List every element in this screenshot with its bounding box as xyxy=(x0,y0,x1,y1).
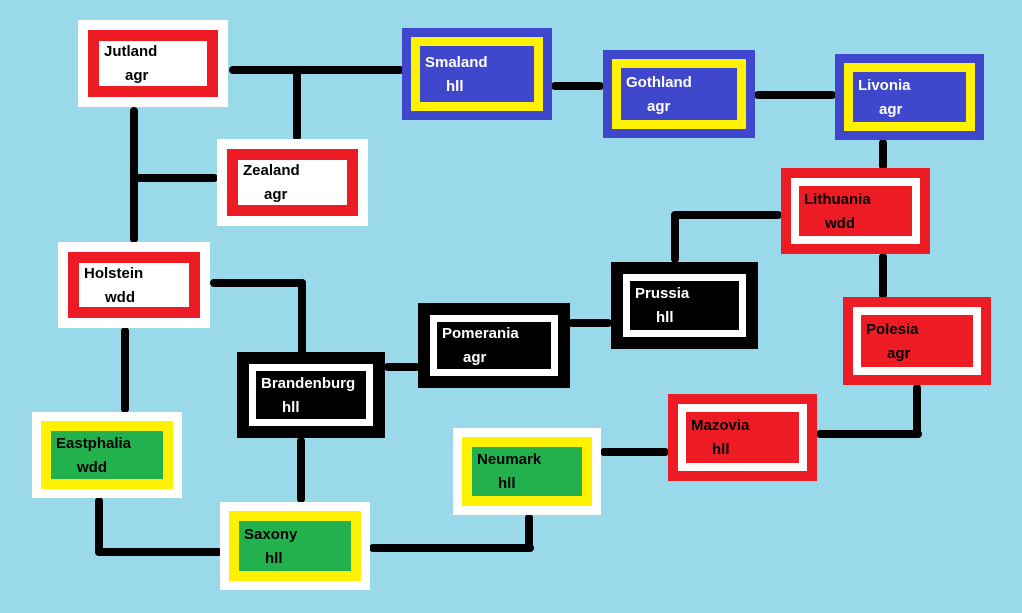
edge-smaland-gothland-seg1 xyxy=(551,82,604,90)
edge-eastphalia-saxony-seg2 xyxy=(95,548,222,556)
node-saxony: Saxony hll xyxy=(220,502,370,590)
node-brandenburg: Brandenburg hll xyxy=(237,352,385,438)
node-neumark-tag: hll xyxy=(498,475,516,492)
edge-saxony-neumark-seg2 xyxy=(525,514,533,552)
edge-lithuania-polesia-seg1 xyxy=(879,253,887,299)
node-mazovia: Mazovia hll xyxy=(668,394,817,481)
edge-jutland-smaland-seg1 xyxy=(229,66,404,74)
node-gothland-label: Gothland xyxy=(626,73,692,91)
edge-prussia-lithuania-seg1 xyxy=(671,212,679,263)
node-gothland-border: Gothland agr xyxy=(612,59,746,129)
node-lithuania-body: Lithuania wdd xyxy=(799,186,912,236)
node-smaland-border: Smaland hll xyxy=(411,37,543,111)
node-brandenburg-label: Brandenburg xyxy=(261,374,356,392)
node-livonia-tag: agr xyxy=(879,100,903,118)
node-smaland-body: Smaland hll xyxy=(420,46,534,102)
node-neumark-body: Neumark hll xyxy=(472,447,582,496)
edge-gothland-livonia-seg1 xyxy=(754,91,836,99)
edge-brandenburg-saxony-seg1 xyxy=(297,437,305,503)
node-zealand-body: Zealand agr xyxy=(238,160,347,205)
node-lithuania-label: Lithuania xyxy=(804,190,871,208)
node-gothland-tag: agr xyxy=(647,97,671,115)
node-saxony-tag: hll xyxy=(265,549,283,567)
node-gothland: Gothland agr xyxy=(603,50,755,138)
node-jutland-border: Jutland agr xyxy=(88,30,218,97)
node-livonia: Livonia agr xyxy=(835,54,984,140)
node-mazovia-border: Mazovia hll xyxy=(678,404,807,471)
node-polesia-tag: agr xyxy=(887,344,911,362)
edge-holstein-eastphalia-seg1 xyxy=(121,327,129,413)
node-polesia-body: Polesia agr xyxy=(861,315,973,367)
edge-polesia-mazovia-seg1 xyxy=(913,384,921,438)
node-neumark-border: Neumark hll xyxy=(462,437,592,506)
node-polesia-label: Polesia xyxy=(866,320,919,338)
node-eastphalia-border: Eastphalia wdd xyxy=(41,421,173,489)
node-livonia-label: Livonia xyxy=(858,76,911,94)
node-neumark: Neumark hll xyxy=(453,428,601,515)
node-smaland-label: Smaland xyxy=(425,53,488,71)
node-jutland-tag: agr xyxy=(125,67,149,84)
node-polesia: Polesia agr xyxy=(843,297,991,385)
edge-zealand-leftline-seg1 xyxy=(134,174,218,182)
node-pomerania-label: Pomerania xyxy=(442,325,519,342)
node-pomerania-border: Pomerania agr xyxy=(430,315,558,376)
edge-holstein-brandenburg-seg1 xyxy=(210,279,306,287)
node-prussia-label: Prussia xyxy=(635,285,690,302)
node-saxony-label: Saxony xyxy=(244,525,298,543)
edge-neumark-mazovia-seg1 xyxy=(600,448,669,456)
node-eastphalia: Eastphalia wdd xyxy=(32,412,182,498)
edge-prussia-lithuania-seg2 xyxy=(671,211,782,219)
node-mazovia-label: Mazovia xyxy=(691,417,750,434)
edge-saxony-neumark-seg1 xyxy=(369,544,534,552)
node-pomerania-tag: agr xyxy=(463,349,487,366)
node-gothland-body: Gothland agr xyxy=(621,68,737,120)
node-smaland-tag: hll xyxy=(446,77,464,95)
node-prussia-body: Prussia hll xyxy=(630,281,739,330)
node-livonia-body: Livonia agr xyxy=(853,72,966,122)
node-prussia: Prussia hll xyxy=(611,262,758,349)
node-livonia-border: Livonia agr xyxy=(844,63,975,131)
node-saxony-body: Saxony hll xyxy=(239,521,351,571)
node-saxony-border: Saxony hll xyxy=(229,511,361,581)
node-eastphalia-label: Eastphalia xyxy=(56,434,132,452)
node-lithuania-tag: wdd xyxy=(825,214,855,232)
node-holstein-tag: wdd xyxy=(105,288,135,306)
node-lithuania: Lithuania wdd xyxy=(781,168,930,254)
node-prussia-border: Prussia hll xyxy=(623,274,746,337)
node-holstein-body: Holstein wdd xyxy=(79,263,189,307)
node-eastphalia-tag: wdd xyxy=(77,458,107,476)
node-prussia-tag: hll xyxy=(656,309,674,326)
node-brandenburg-border: Brandenburg hll xyxy=(249,364,373,426)
node-zealand-border: Zealand agr xyxy=(227,149,358,216)
node-neumark-label: Neumark xyxy=(477,451,542,468)
node-zealand-tag: agr xyxy=(264,186,288,203)
edge-polesia-mazovia-seg2 xyxy=(816,430,922,438)
node-brandenburg-tag: hll xyxy=(282,398,300,416)
node-holstein-border: Holstein wdd xyxy=(68,252,200,318)
node-brandenburg-body: Brandenburg hll xyxy=(256,371,366,419)
node-eastphalia-body: Eastphalia wdd xyxy=(51,431,163,479)
node-lithuania-border: Lithuania wdd xyxy=(791,178,920,244)
node-polesia-border: Polesia agr xyxy=(853,307,981,375)
node-jutland: Jutland agr xyxy=(78,20,228,107)
node-zealand-label: Zealand xyxy=(243,162,300,179)
node-jutland-body: Jutland agr xyxy=(99,41,207,86)
node-jutland-label: Jutland xyxy=(104,43,158,60)
edge-pomerania-prussia-seg1 xyxy=(568,319,612,327)
node-pomerania: Pomerania agr xyxy=(418,303,570,388)
node-holstein-label: Holstein xyxy=(84,264,144,282)
node-holstein: Holstein wdd xyxy=(58,242,210,328)
node-mazovia-body: Mazovia hll xyxy=(686,412,799,463)
node-mazovia-tag: hll xyxy=(712,441,730,458)
edge-zealand-topline-seg1 xyxy=(293,69,301,141)
node-smaland: Smaland hll xyxy=(402,28,552,120)
node-pomerania-body: Pomerania agr xyxy=(437,322,551,369)
edge-eastphalia-saxony-seg1 xyxy=(95,497,103,556)
edge-brandenburg-pomerania-seg1 xyxy=(384,363,420,371)
edge-holstein-brandenburg-seg2 xyxy=(298,279,306,355)
edge-livonia-lithuania-seg1 xyxy=(879,139,887,170)
node-zealand: Zealand agr xyxy=(217,139,368,226)
